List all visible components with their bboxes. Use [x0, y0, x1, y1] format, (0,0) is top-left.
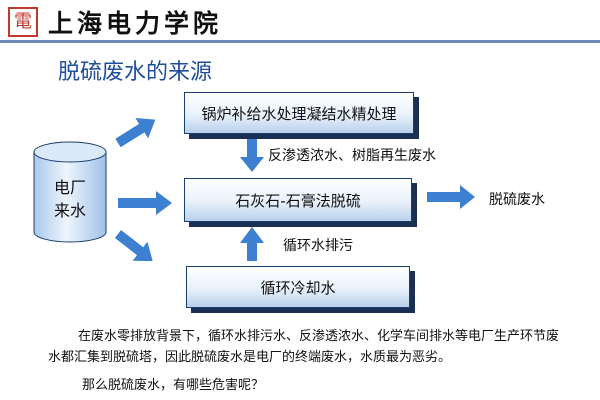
header: 電 上海电力学院: [0, 0, 600, 46]
body-paragraph: 在废水零排放背景下，循环水排污水、反渗透浓水、化学车间排水等电厂生产环节废水都汇…: [48, 329, 560, 365]
label-desulfurization-wastewater: 脱硫废水: [489, 192, 545, 208]
label-circulating-blowdown: 循环水排污: [283, 238, 353, 254]
box-boiler-makeup-water-label: 锅炉补给水处理凝结水精处理: [201, 104, 397, 123]
source-label-line2: 来水: [54, 201, 86, 220]
box-limestone-gypsum-desulfurization: 石灰石-石膏法脱硫: [184, 178, 412, 222]
arrow-up-to-mid: [240, 227, 264, 261]
source-cylinder: 电厂 来水: [33, 141, 107, 243]
header-rule: [0, 40, 600, 43]
school-name: 上海电力学院: [48, 9, 223, 38]
arrow-to-bot-box: [114, 230, 153, 262]
question-text: 那么脱硫废水，有哪些危害呢？: [82, 378, 265, 393]
school-logo: 電: [8, 7, 38, 37]
arrow-to-output: [427, 185, 475, 209]
label-ro-concentrate: 反渗透浓水、树脂再生废水: [268, 148, 436, 164]
slide-title: 脱硫废水的来源: [58, 60, 213, 85]
arrow-down-to-mid: [240, 139, 264, 172]
arrow-to-mid-box: [118, 191, 172, 215]
box-limestone-gypsum-desulfurization-label: 石灰石-石膏法脱硫: [235, 191, 361, 210]
arrow-to-top-box: [115, 117, 156, 148]
source-label-line1: 电厂: [54, 178, 86, 197]
box-circulating-cooling-water: 循环冷却水: [186, 266, 410, 308]
box-circulating-cooling-water-label: 循环冷却水: [260, 278, 336, 297]
box-boiler-makeup-water: 锅炉补给水处理凝结水精处理: [184, 92, 414, 134]
